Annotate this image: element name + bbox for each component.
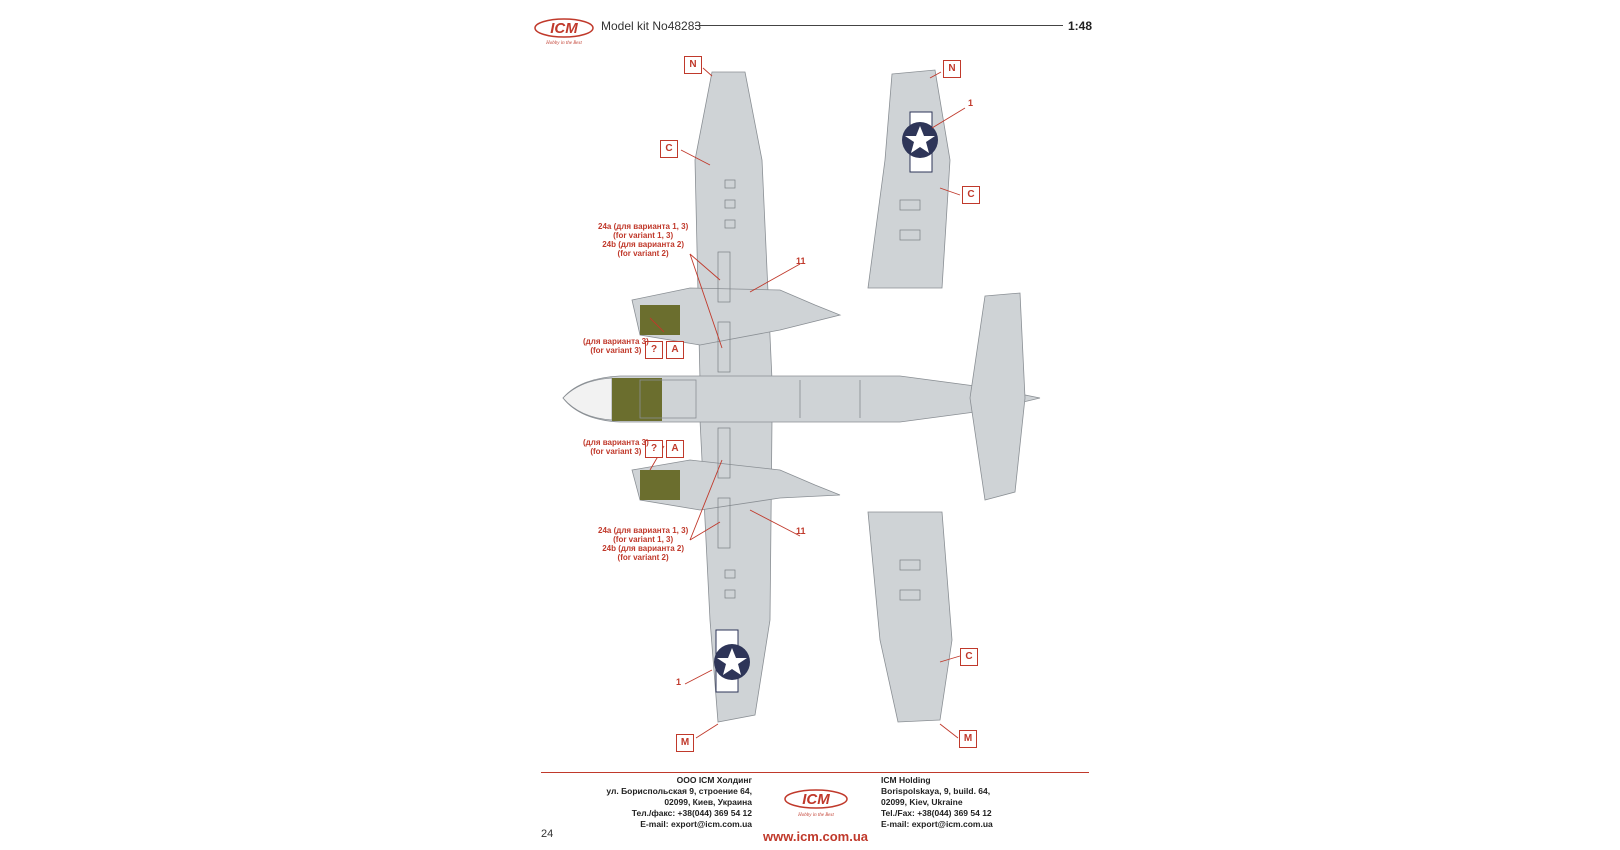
- variant3-note-lower: (для варианта 3) (for variant 3): [583, 438, 649, 456]
- insignia-upper-panel: [902, 111, 938, 173]
- model-kit-number: Model kit No48283: [601, 19, 702, 33]
- decal-number-11-lower: 11: [796, 526, 806, 536]
- marker-c-upper-left: C: [660, 140, 678, 158]
- marker-q-upper: ?: [645, 341, 663, 359]
- svg-text:Hobby in the Best: Hobby in the Best: [797, 813, 834, 818]
- fuselage: [562, 375, 1041, 423]
- wing-panel-top-right: [867, 69, 951, 289]
- footer-address-en: ICM Holding Borispolskaya, 9, build. 64,…: [881, 775, 993, 829]
- marker-m-bottom-left: M: [676, 734, 694, 752]
- website-link[interactable]: www.icm.com.ua: [763, 829, 868, 844]
- wing-panel-bottom-right: [867, 511, 953, 723]
- scale-label: 1:48: [1068, 19, 1093, 33]
- insignia-lower-wing: [714, 629, 750, 693]
- svg-text:ICM: ICM: [802, 791, 830, 808]
- olive-nose-panel: [612, 378, 662, 421]
- footer-icm-logo: ICM Hobby in the Best: [784, 789, 848, 818]
- marker-c-upper-right: C: [962, 186, 980, 204]
- decal-number-1-lower: 1: [676, 677, 682, 687]
- variant3-note-upper: (для варианта 3) (for variant 3): [583, 337, 649, 355]
- marker-c-lower-right: C: [960, 648, 978, 666]
- marker-a-lower: A: [666, 440, 684, 458]
- decal-number-11-upper: 11: [796, 256, 806, 266]
- decal-number-1-upper: 1: [968, 98, 974, 108]
- marker-n-top-right: N: [943, 60, 961, 78]
- decal-24-note-lower: 24a (для варианта 1, 3) (for variant 1, …: [598, 526, 689, 562]
- footer-address-ru: ООО ICM Холдинг ул. Бориспольская 9, стр…: [606, 775, 752, 829]
- tailplane: [969, 292, 1026, 501]
- cockpit-frame: [639, 379, 697, 419]
- icm-logo: ICM Hobby in the Best: [534, 18, 594, 46]
- header-rule: [695, 25, 1063, 26]
- page-number: 24: [541, 828, 554, 840]
- marker-a-upper: A: [666, 341, 684, 359]
- logo-brand-text: ICM: [550, 20, 578, 37]
- decal-24-note-upper: 24a (для варианта 1, 3) (for variant 1, …: [598, 222, 689, 258]
- marker-n-top-left: N: [684, 56, 702, 74]
- olive-cowl-lower: [640, 470, 680, 500]
- engine-nacelle-lower: [631, 459, 841, 511]
- nose-glazing: [562, 377, 613, 421]
- logo-tagline-text: Hobby in the Best: [545, 41, 582, 46]
- marker-q-lower: ?: [645, 440, 663, 458]
- olive-cowl-upper: [640, 305, 680, 335]
- marker-m-bottom-right: M: [959, 730, 977, 748]
- engine-nacelle-upper: [631, 287, 842, 346]
- footer-rule: [541, 772, 1089, 773]
